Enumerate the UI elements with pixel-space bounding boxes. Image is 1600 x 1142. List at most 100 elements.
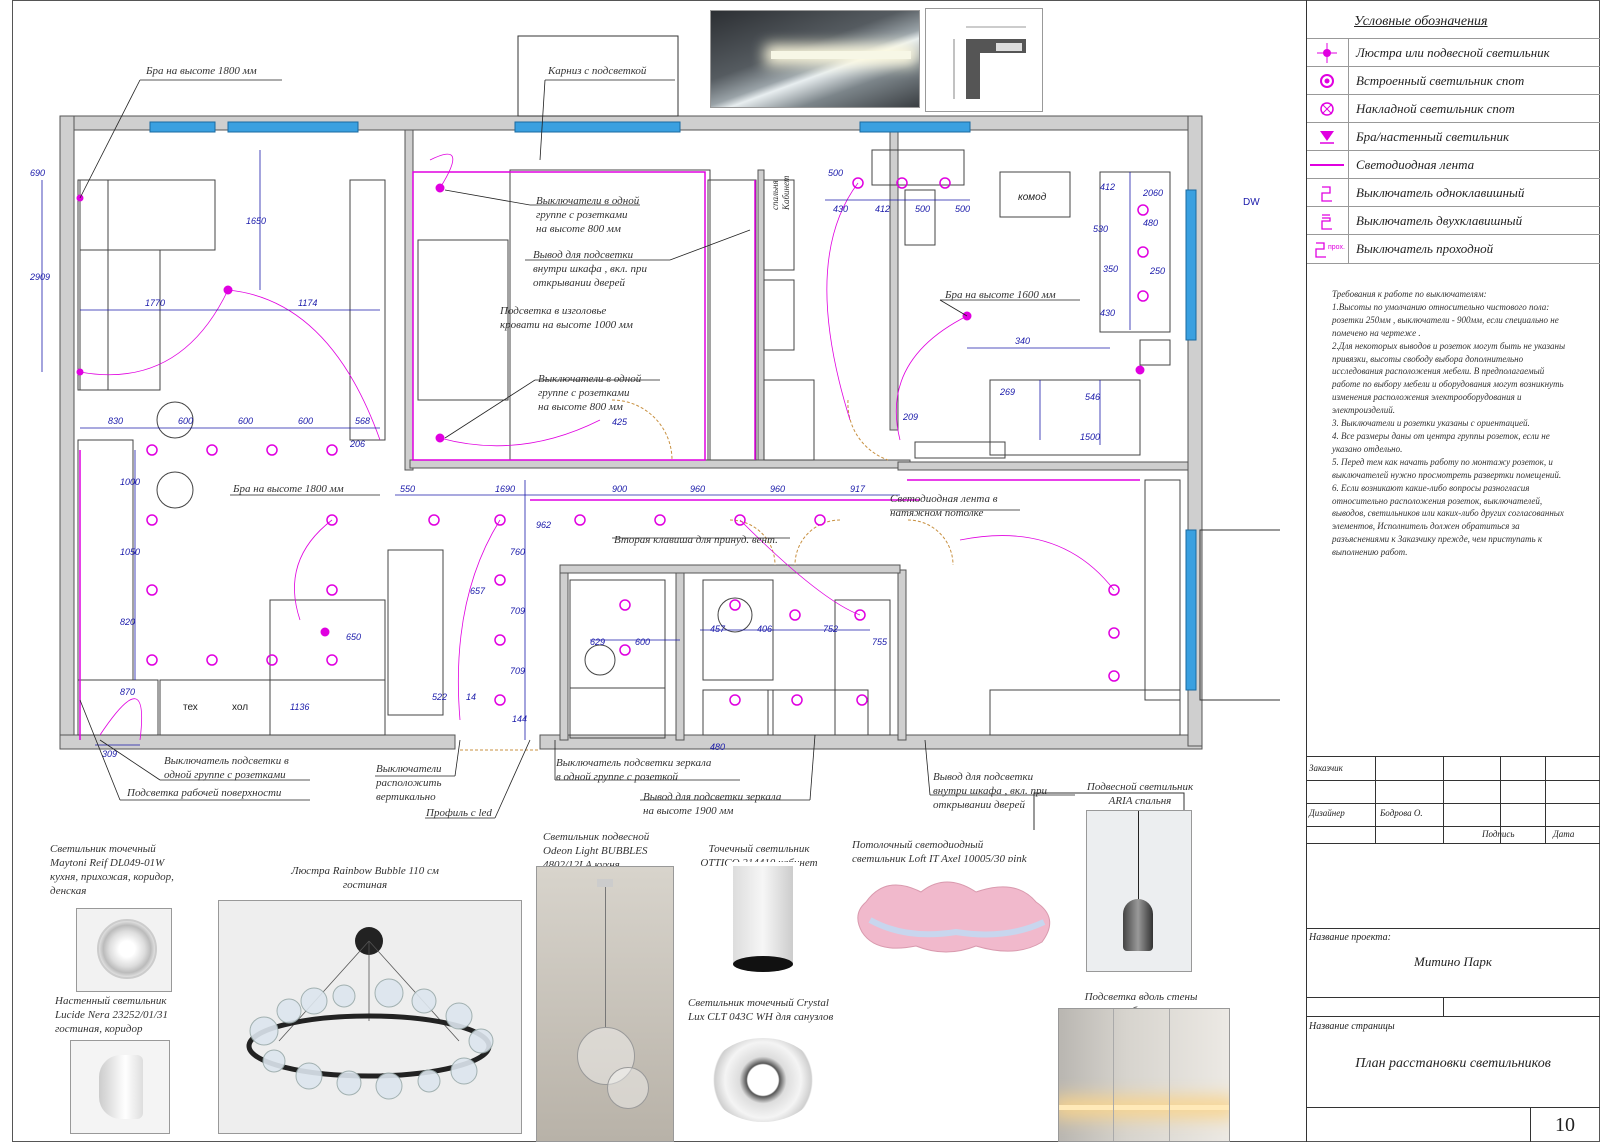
customer-label: Заказчик <box>1309 763 1343 773</box>
dim: 1050 <box>120 547 140 557</box>
furniture <box>77 149 1181 739</box>
dim: 1770 <box>145 298 165 308</box>
surface-spot-symbol-icon <box>1320 102 1334 116</box>
dim: 430 <box>833 204 848 214</box>
dim: 960 <box>770 484 785 494</box>
dim: 530 <box>1093 224 1108 234</box>
product-caption: Светильник точечный Crystal Lux CLT 043C… <box>688 997 834 1023</box>
pass-switch-symbol-icon <box>1315 242 1326 258</box>
single-switch-symbol-icon <box>1321 186 1332 202</box>
dim: 830 <box>108 416 123 426</box>
date-label: Дата <box>1553 829 1575 839</box>
dim: 600 <box>635 637 650 647</box>
dim: 206 <box>349 439 365 449</box>
plan-commode-label: комод <box>1018 192 1047 203</box>
dim: 1136 <box>290 702 309 712</box>
legend-row: Светодиодная лента <box>1306 150 1600 179</box>
double-switch-symbol-icon <box>1321 214 1332 230</box>
product-image-maytoni <box>76 908 172 992</box>
legend-label: Бра/настенный светильник <box>1356 129 1510 144</box>
dim: 568 <box>355 416 370 426</box>
spotlights <box>76 177 1149 706</box>
dim: 629 <box>590 637 605 647</box>
designer-name: Бодрова О. <box>1380 808 1423 818</box>
legend-row: Накладной светильник спот <box>1306 94 1600 123</box>
product-image-lucide <box>70 1040 170 1134</box>
product-image-loft <box>846 862 1068 970</box>
project-label: Название проекта: <box>1309 932 1391 943</box>
legend-label: Выключатель двухклавишный <box>1356 213 1523 228</box>
legend-row: Бра/настенный светильник <box>1306 122 1600 151</box>
page-number: 10 <box>1555 1114 1575 1136</box>
dim: 1690 <box>495 484 515 494</box>
dim: 500 <box>955 204 970 214</box>
legend-label: Встроенный светильник спот <box>1356 73 1525 88</box>
legend-label: Накладной светильник спот <box>1356 101 1515 116</box>
signature-label: Подпись <box>1482 829 1515 839</box>
callout-bra-cab: Бра на высоте 1600 мм <box>945 289 1056 301</box>
product-caption: Светильник точечный Maytoni Reif DL049-0… <box>50 843 174 897</box>
dim: 962 <box>536 520 551 530</box>
callout-profile: Профиль с led <box>426 807 492 819</box>
dim: 406 <box>757 624 772 634</box>
sheet-label: Название страницы <box>1309 1021 1395 1032</box>
legend-label: Люстра или подвесной светильник <box>1356 45 1550 60</box>
chandelier-symbol-icon <box>1317 43 1337 63</box>
legend-row: Выключатель одноклавишный <box>1306 178 1600 207</box>
section-drawing <box>953 26 1026 99</box>
dim: 269 <box>999 387 1015 397</box>
callout-mirror-out: Вывод для подсветки зеркала на высоте 19… <box>643 791 782 817</box>
callout-closet-light2: Вывод для подсветки внутри шкафа , вкл. … <box>933 771 1047 811</box>
dim: 752 <box>823 624 838 634</box>
leader-lines <box>79 79 1080 819</box>
wiring-arcs <box>79 153 1115 741</box>
dim: 755 <box>872 637 888 647</box>
dim: 500 <box>915 204 930 214</box>
dim: 457 <box>710 624 726 634</box>
legend-row: Люстра или подвесной светильник <box>1306 38 1600 67</box>
product-image-crystal <box>690 1028 840 1138</box>
dim: 600 <box>178 416 193 426</box>
led-strips <box>79 171 1140 740</box>
dim: 425 <box>612 417 628 427</box>
dim: 480 <box>1143 218 1158 228</box>
dim: 480 <box>710 742 725 752</box>
wall-lamp-symbol-icon <box>1320 131 1334 144</box>
dim: 546 <box>1085 392 1100 402</box>
callout-switches-group2: Выключатели в одной группе с розетками н… <box>538 373 642 413</box>
legend-row: Встроенный светильник спот <box>1306 66 1600 95</box>
dim: 1174 <box>298 298 317 308</box>
dim: 917 <box>850 484 866 494</box>
dim: 960 <box>690 484 705 494</box>
cloud-lamp-drawing <box>857 881 1051 953</box>
cornice-section-drawing <box>925 8 1043 112</box>
callout-closet-light: Вывод для подсветки внутри шкафа , вкл. … <box>533 249 647 289</box>
dim: 550 <box>400 484 415 494</box>
dim: 14 <box>466 692 476 702</box>
led-strip-symbol-icon <box>1310 164 1344 166</box>
project-name: Митино Парк <box>1414 954 1492 969</box>
product-image-aria <box>1086 810 1192 972</box>
dim: 709 <box>510 666 525 676</box>
product-image-odeon <box>536 866 674 1142</box>
product-caption: Подвесной светильник ARIA спальня <box>1086 781 1194 807</box>
windows <box>149 121 1197 691</box>
sheet-name: План расстановки светильников <box>1355 1056 1551 1071</box>
dim: 340 <box>1015 336 1030 346</box>
dim: 650 <box>346 632 361 642</box>
plan-wardrobe-label: спальня Кабинет <box>770 175 791 210</box>
product-caption: Люстра Rainbow Bubble 110 см гостиная <box>291 865 439 891</box>
doors <box>460 399 954 751</box>
legend-row: Выключатель двухклавишный <box>1306 206 1600 235</box>
dim: 430 <box>1100 308 1115 318</box>
dim: 1000 <box>120 477 140 487</box>
dim: 209 <box>902 412 918 422</box>
dim: 900 <box>612 484 627 494</box>
dim: 600 <box>298 416 313 426</box>
dim: 522 <box>432 692 447 702</box>
requirements-text: Требования к работе по выключателям: 1.В… <box>1332 289 1566 558</box>
dim: 500 <box>828 168 843 178</box>
legend-label: Выключатель одноклавишный <box>1356 185 1525 200</box>
callout-switches-vertical: Выключатели расположить вертикально <box>376 763 442 803</box>
legend-label: Выключатель проходной <box>1356 241 1494 256</box>
